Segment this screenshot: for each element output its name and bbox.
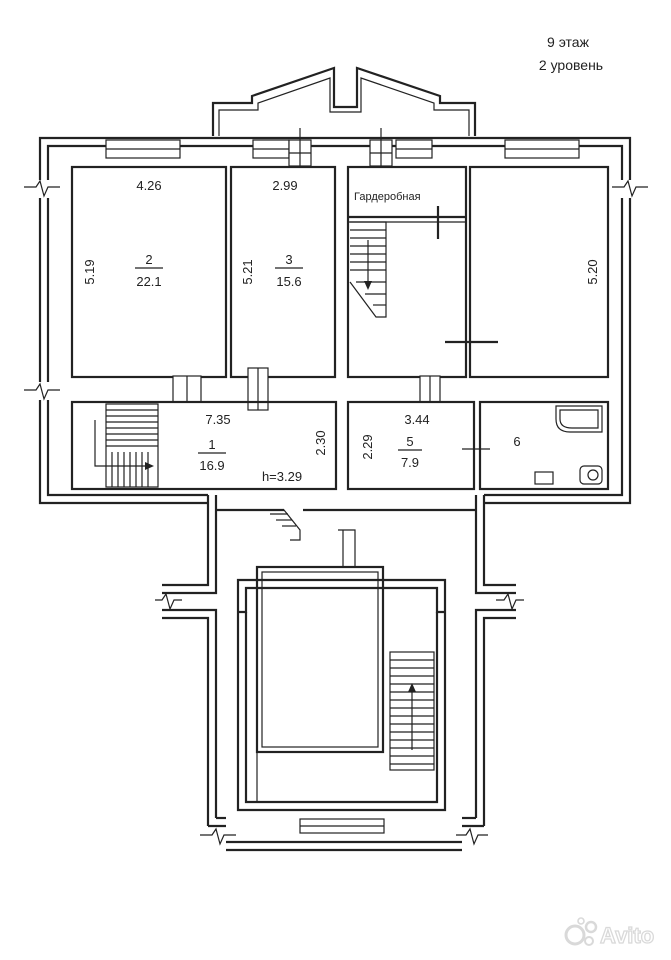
room-3-area: 15.6 — [276, 274, 301, 289]
wardrobe-label: Гардеробная — [354, 191, 421, 203]
lift-shaft — [255, 565, 385, 754]
room-1-width-dim: 7.35 — [205, 412, 230, 427]
room-3-number: 3 — [285, 252, 292, 267]
svg-text:Avito: Avito — [600, 923, 654, 948]
room-2-width-dim: 4.26 — [136, 178, 161, 193]
room-5-number: 5 — [406, 434, 413, 449]
room-1-stairs — [94, 403, 159, 488]
upper-rooms — [70, 165, 610, 379]
room-5-width-dim: 3.44 — [404, 412, 429, 427]
wardrobe-stairs — [349, 221, 387, 318]
level-label: 2 уровень — [539, 57, 603, 73]
room-1-height-dim: 2.30 — [313, 430, 328, 455]
room-1-ceiling-height: h=3.29 — [262, 469, 302, 484]
attic-outline — [211, 66, 477, 136]
room-right-outline — [468, 165, 610, 379]
room-2-outline — [70, 165, 228, 379]
stair-hall-walls — [155, 495, 524, 852]
room-1-area: 16.9 — [199, 458, 224, 473]
room-2-area: 22.1 — [136, 274, 161, 289]
room-2-number: 2 — [145, 252, 152, 267]
room-3-width-dim: 2.99 — [272, 178, 297, 193]
wardrobe-outline — [346, 165, 468, 379]
room-6-number: 6 — [513, 434, 520, 449]
hall-stairs — [389, 651, 435, 771]
room-1-outline — [70, 400, 338, 491]
hall-top-stairs — [264, 509, 356, 566]
room-2-height-dim: 5.19 — [82, 259, 97, 284]
bathroom-fixtures — [534, 405, 603, 485]
room-3-outline — [229, 165, 337, 379]
upper-block-walls — [24, 136, 648, 505]
lower-rooms — [70, 400, 610, 491]
floor-label: 9 этаж — [547, 34, 590, 50]
top-windows — [105, 128, 580, 167]
room-3-height-dim: 5.21 — [240, 259, 255, 284]
door-openings — [172, 367, 441, 411]
room-5-area: 7.9 — [401, 455, 419, 470]
stair-hall-inner — [236, 565, 447, 812]
room-5-height-dim: 2.29 — [360, 434, 375, 459]
room-6-outline — [478, 400, 610, 491]
room-right-height-dim: 5.20 — [585, 259, 600, 284]
room-1-number: 1 — [208, 437, 215, 452]
avito-watermark: Avito — [564, 917, 655, 949]
